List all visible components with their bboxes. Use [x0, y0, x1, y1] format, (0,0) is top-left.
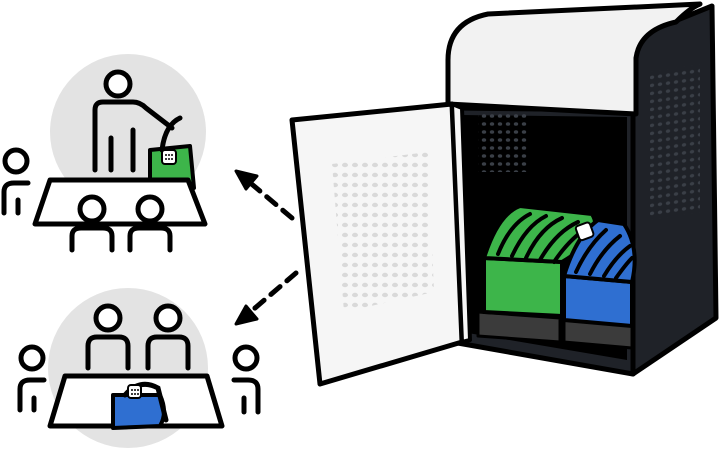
- door-dot-pattern: [332, 152, 434, 312]
- interior-vent: [478, 110, 528, 172]
- person-icon: [127, 194, 173, 253]
- blue-bag-in-cabinet: [562, 218, 637, 328]
- person-icon: [85, 303, 131, 371]
- scene-meeting: [17, 288, 261, 448]
- presenter-person-icon: [92, 69, 175, 173]
- side-vent: [650, 64, 700, 220]
- green-bag-in-cabinet: [482, 204, 598, 318]
- person-icon: [231, 344, 261, 415]
- person-icon: [145, 303, 191, 371]
- cabinet-top: [445, 1, 703, 117]
- blue-bag-icon: [111, 381, 169, 430]
- meeting-table-top: [32, 177, 208, 227]
- dashed-arrow-to-top-scene: [234, 169, 295, 221]
- door-edge: [450, 102, 472, 344]
- dashed-arrow-to-bottom-scene: [234, 270, 299, 326]
- person-icon: [1, 147, 31, 216]
- person-icon: [69, 194, 115, 253]
- charging-cabinet: [289, 1, 719, 387]
- person-icon: [17, 344, 47, 413]
- scene-presenter: [1, 54, 208, 253]
